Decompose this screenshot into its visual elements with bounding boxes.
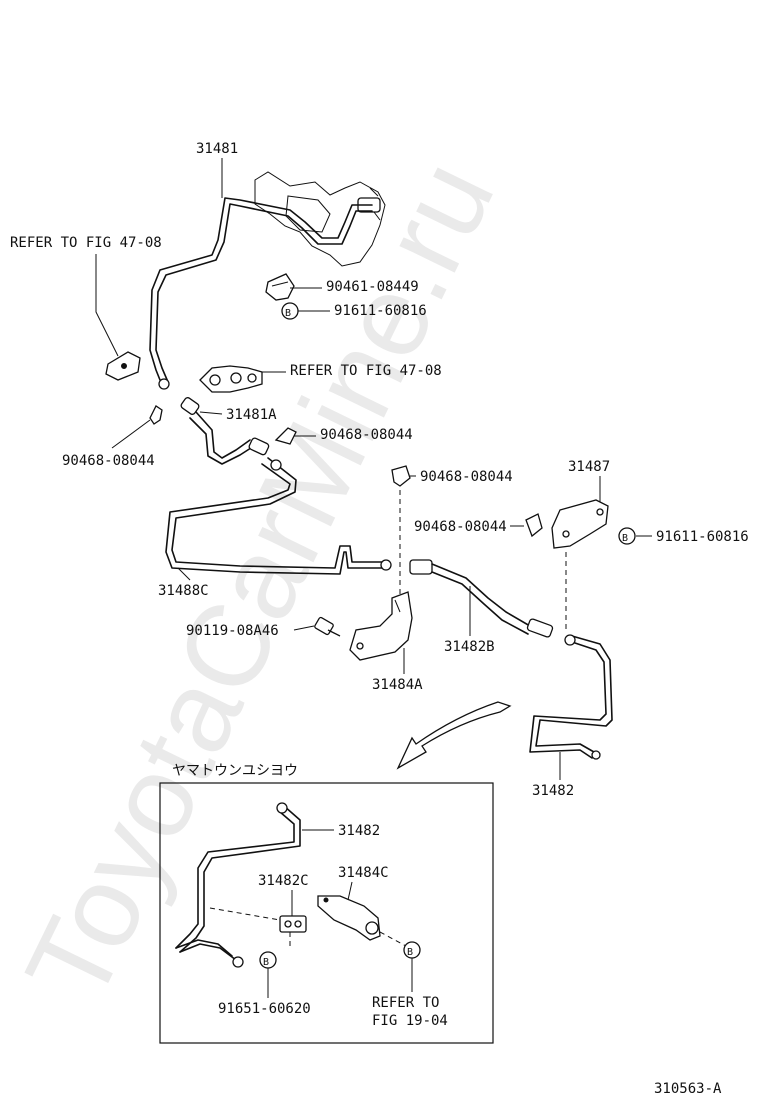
label-90468-08044-left: 90468-08044 — [62, 453, 155, 469]
label-90119-08A46: 90119-08A46 — [186, 623, 279, 639]
label-31487: 31487 — [568, 459, 610, 475]
label-90468-08044-right-mid: 90468-08044 — [414, 519, 507, 535]
label-refer-fig-47-08-mid: REFER TO FIG 47-08 — [290, 363, 442, 379]
svg-text:B: B — [263, 957, 269, 968]
bracket-31487 — [551, 499, 609, 549]
figure-id: 310563-A — [654, 1081, 722, 1097]
bolt-marker-91611-60816-right: B — [618, 527, 636, 545]
inset-bolt-marker-fig-19-04: B — [403, 941, 421, 959]
bolt-90119-08A46 — [314, 616, 341, 637]
clip-90468-08044-right-top — [391, 465, 411, 487]
hose-31482B — [409, 559, 554, 638]
svg-text:B: B — [622, 533, 628, 544]
inset-title: ヤマトウンユシヨウ — [172, 763, 298, 779]
label-refer-fig-47-08-left: REFER TO FIG 47-08 — [10, 235, 162, 251]
label-31484A: 31484A — [372, 677, 423, 693]
pipe-31481 — [149, 197, 373, 386]
label-90468-08044-mid: 90468-08044 — [320, 427, 413, 443]
label-31481: 31481 — [196, 141, 238, 157]
inset-clamp-31482C — [279, 915, 307, 933]
clamp-assembly-fig-47-08 — [199, 365, 263, 393]
inset-pointer-arrow — [396, 701, 512, 770]
bolt-marker-91611-60816-top: B — [281, 302, 299, 320]
flare-nut-31488C-start — [270, 459, 282, 471]
inset-label-91651-60620: 91651-60620 — [218, 1001, 311, 1017]
label-31482-main: 31482 — [532, 783, 574, 799]
label-91611-60816-top: 91611-60816 — [334, 303, 427, 319]
inset-bracket-31484C — [317, 895, 381, 941]
inset-bolt-marker-91651: B — [259, 951, 277, 969]
label-90468-08044-right-top: 90468-08044 — [420, 469, 513, 485]
svg-text:B: B — [285, 308, 291, 319]
label-31488C: 31488C — [158, 583, 209, 599]
inset-label-31482: 31482 — [338, 823, 380, 839]
flare-nut-31481-end — [158, 378, 170, 390]
clip-left-fig-47-08 — [105, 351, 141, 381]
clamp-90461-08449 — [265, 273, 295, 301]
clip-90468-08044-right-mid — [525, 513, 543, 538]
pipe-31482 — [535, 635, 613, 753]
inset-frame — [159, 782, 494, 1044]
svg-text:B: B — [407, 947, 413, 958]
label-31481A: 31481A — [226, 407, 277, 423]
clip-90468-08044-mid — [274, 427, 297, 445]
pipe-31488C — [171, 457, 383, 569]
clip-90468-08044-left — [149, 405, 163, 425]
label-91611-60816-right: 91611-60816 — [656, 529, 749, 545]
label-31482B: 31482B — [444, 639, 495, 655]
hose-31481A — [180, 397, 270, 465]
inset-label-refer-line2: FIG 19-04 — [372, 1013, 448, 1029]
flare-nut-31482-end — [591, 750, 601, 760]
label-90461-08449: 90461-08449 — [326, 279, 419, 295]
bracket-31484A — [349, 591, 413, 661]
inset-label-refer-line1: REFER TO — [372, 995, 439, 1011]
inset-label-31484C: 31484C — [338, 865, 389, 881]
flare-nut-31482-start — [564, 634, 576, 646]
inset-pipe-31482 — [179, 805, 301, 953]
inset-label-31482C: 31482C — [258, 873, 309, 889]
flare-nut-31488C-end — [380, 559, 392, 571]
